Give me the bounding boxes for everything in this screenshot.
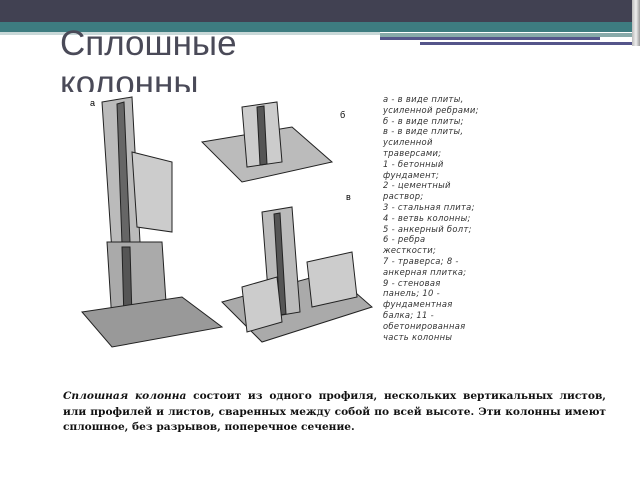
- column-base-figure: а б в: [62, 92, 532, 360]
- legend-line: а - в виде плиты,: [383, 94, 464, 104]
- column-v-flange: [273, 212, 287, 316]
- decor-line: [380, 37, 600, 40]
- legend-line: обетонированная: [383, 320, 466, 331]
- column-drawings: а б в: [81, 96, 373, 348]
- legend-line: усиленной ребрами;: [383, 104, 479, 115]
- wall-panel: [306, 251, 358, 308]
- column-b-flange: [256, 105, 268, 166]
- legend-line: жесткости;: [383, 245, 437, 256]
- legend-line: в - в виде плиты,: [383, 126, 464, 137]
- legend-line: фундаментная: [383, 299, 453, 310]
- label-b: б: [340, 110, 345, 120]
- decor-line: [420, 42, 635, 45]
- legend-line: 3 - стальная плита;: [383, 201, 475, 212]
- legend-line: 7 - траверса; 8 -: [383, 255, 459, 266]
- decor-line: [380, 33, 635, 37]
- legend-line: 5 - анкерный болт;: [383, 223, 472, 234]
- label-v: в: [346, 192, 351, 202]
- column-a-branch: [131, 151, 173, 233]
- body-text: состоит из одного профиля, нескольких ве…: [63, 390, 606, 433]
- body-term: Сплошная колонна: [63, 390, 187, 402]
- base-plate-a: [81, 296, 224, 348]
- legend-line: балка; 11 -: [383, 309, 434, 320]
- decor-edge: [632, 0, 640, 46]
- label-a: а: [90, 98, 95, 108]
- legend-line: усиленной: [383, 137, 433, 148]
- legend-line: б - в виде плиты;: [383, 115, 464, 126]
- figure-legend: а - в виде плиты, усиленной ребрами; б -…: [383, 94, 533, 342]
- legend-line: траверсами;: [383, 147, 442, 158]
- legend-line: панель; 10 -: [383, 288, 440, 299]
- slide-title: Сплошные колонны: [60, 24, 237, 96]
- legend-line: 1 - бетонный: [383, 158, 444, 169]
- legend-line: 2 - цементный: [383, 180, 451, 191]
- legend-line: раствор;: [383, 191, 424, 202]
- legend-line: фундамент;: [383, 169, 440, 180]
- legend-line: 4 - ветвь колонны;: [383, 212, 471, 223]
- accent-stripe-light: [0, 32, 380, 35]
- body-paragraph: Сплошная колонна состоит из одного профи…: [63, 389, 606, 436]
- legend-line: 6 - ребра: [383, 234, 426, 245]
- accent-stripe: [0, 22, 640, 32]
- legend-line: анкерная плитка;: [383, 266, 467, 277]
- foundation-beam: [241, 276, 283, 333]
- legend-line: 9 - стеновая: [383, 277, 441, 288]
- header-bar: [0, 0, 640, 22]
- legend-line: часть колонны: [383, 331, 453, 342]
